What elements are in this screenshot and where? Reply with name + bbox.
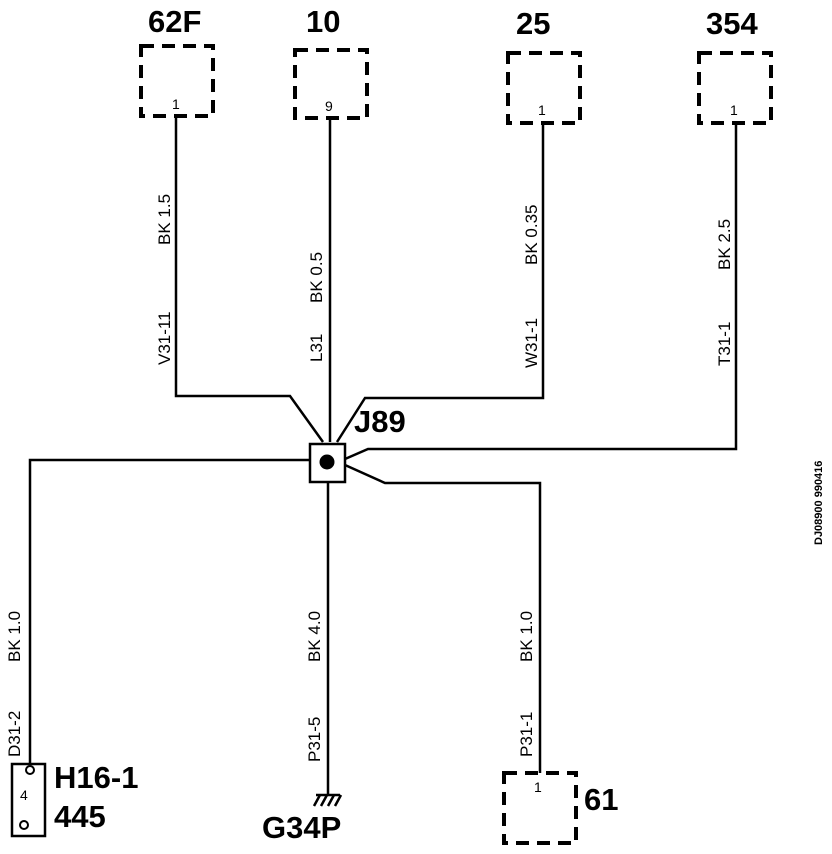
ground-hatch [312, 794, 322, 807]
connector-61: 1 61 [502, 771, 618, 845]
wire-circuit-label: P31-1 [517, 712, 536, 757]
terminal-circle [25, 765, 35, 775]
splice-dot [319, 454, 335, 470]
wire-w31-1 [335, 123, 545, 443]
wire-circuit-label: L31 [307, 334, 326, 362]
connector-pin: 1 [534, 779, 542, 795]
wire-circuit-label: W31-1 [522, 318, 541, 368]
wire-d31-2 [28, 458, 310, 767]
connector-pin: 1 [172, 96, 180, 112]
wire-t31-1 [344, 123, 738, 461]
wire-circuit-label: V31-11 [155, 311, 174, 365]
wire-p31-1 [344, 463, 542, 773]
wire-v31-11 [174, 116, 325, 443]
connector-pin: 1 [730, 102, 738, 118]
splice-j89: J89 [308, 404, 406, 484]
ground-hatch [319, 794, 329, 807]
ground-label: G34P [262, 810, 341, 845]
wire-spec-label: BK 1.5 [155, 194, 174, 245]
splice-box [308, 442, 347, 484]
wire-spec-label: BK 1.0 [517, 611, 536, 662]
connector-pin: 1 [538, 102, 546, 118]
splice-label: J89 [354, 404, 406, 439]
wire-spec-label: BK 0.5 [307, 252, 326, 303]
wire-circuit-label: P31-5 [305, 717, 324, 762]
connector-box [502, 771, 578, 845]
connector-25: 25 1 [506, 6, 582, 125]
connector-354: 354 1 [697, 6, 773, 125]
wire-spec-label: BK 4.0 [305, 611, 324, 662]
connector-label: 10 [306, 4, 340, 39]
wire-spec-label: BK 0.35 [522, 205, 541, 266]
connector-62f: 62F 1 [139, 4, 215, 118]
ground-hatch [326, 794, 336, 807]
connector-10: 10 9 [293, 4, 369, 120]
terminal-circle [19, 820, 29, 830]
wire-spec-label: BK 1.0 [5, 611, 24, 662]
ground-hatch [333, 794, 343, 807]
connector-label: 62F [148, 4, 201, 39]
connector-sub-label: 445 [54, 799, 106, 834]
connector-label: 61 [584, 782, 618, 817]
wires [28, 116, 738, 795]
connector-pin: 9 [325, 98, 333, 114]
wire-circuit-label: D31-2 [5, 711, 24, 757]
connector-h16-1: 4 H16-1 445 [10, 760, 138, 838]
wire-spec-label: BK 2.5 [715, 219, 734, 270]
ground-g34p: G34P [262, 793, 343, 845]
drawing-number: DJ08900 990416 [813, 461, 825, 545]
connector-label: H16-1 [54, 760, 138, 795]
connector-pin: 4 [20, 787, 28, 803]
connector-label: 25 [516, 6, 550, 41]
connector-label: 354 [706, 6, 758, 41]
wire-circuit-label: T31-1 [715, 322, 734, 366]
